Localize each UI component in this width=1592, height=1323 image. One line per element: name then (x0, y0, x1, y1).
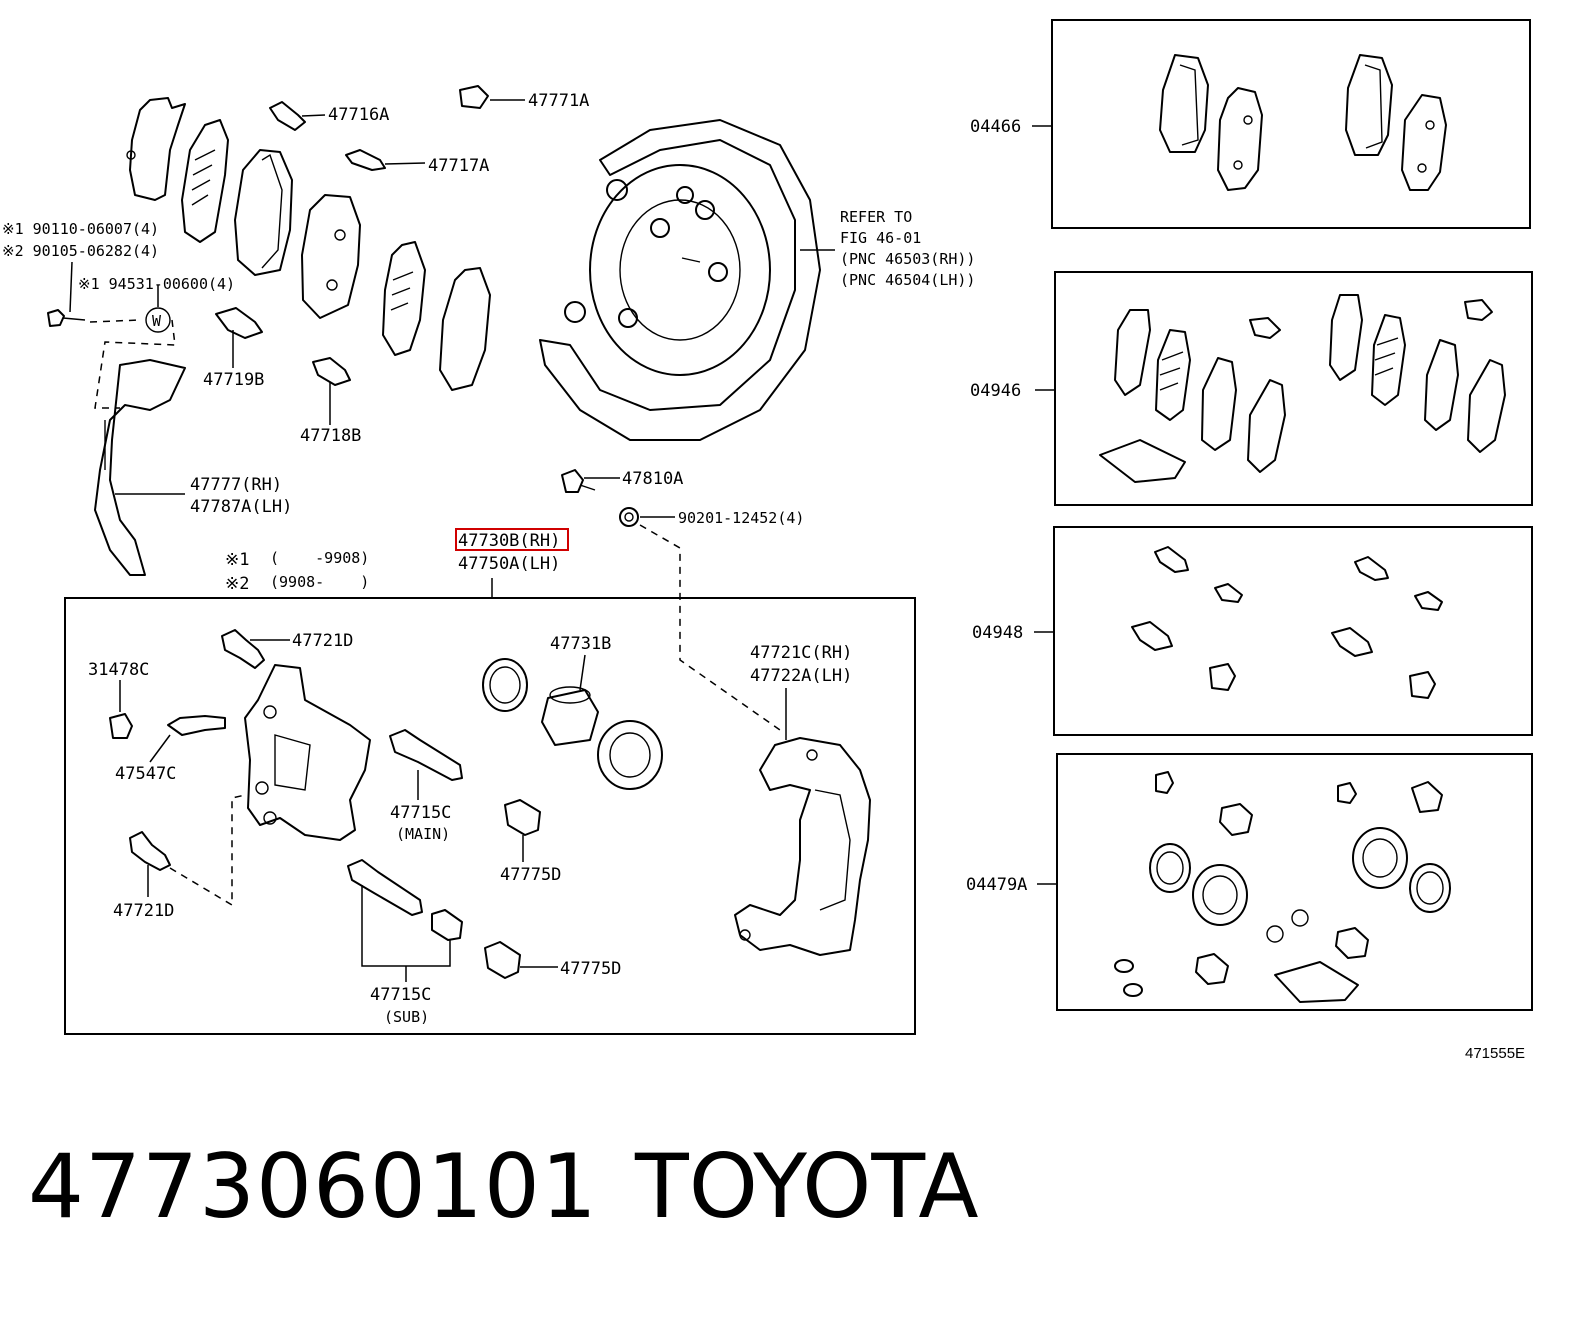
label-kit-04466: 04466 (970, 117, 1021, 137)
cap-31478c (109, 680, 133, 739)
dust-cover-47777 (94, 359, 186, 576)
caliper-assembly-box (64, 597, 916, 1035)
kit-box-04946 (1054, 271, 1533, 506)
label-47787a-lh: 47787A(LH) (190, 497, 292, 517)
w-mark (145, 285, 171, 333)
seal-47731b (482, 658, 528, 712)
clip-47771a (459, 85, 525, 109)
caliper-bracket-47721c (734, 688, 871, 956)
kit-04948-clips (1131, 546, 1443, 699)
part-number-title: 4773060101 (28, 1135, 598, 1238)
label-fig: FIG 46-01 (840, 229, 921, 247)
brake-pad-shim-center (382, 241, 426, 356)
label-47722a-lh: 47722A(LH) (750, 666, 852, 686)
label-47777-rh: 47777(RH) (190, 475, 282, 495)
clip-47719b (215, 307, 263, 368)
bolt-90110 (47, 261, 86, 327)
label-47731b: 47731B (550, 634, 611, 654)
label-sub: (SUB) (384, 1008, 429, 1026)
note1-range: ( -9908) (270, 549, 369, 567)
caliper-body (244, 664, 371, 841)
kit-04479a-seals (1114, 771, 1451, 1003)
bolt-47721d-top (221, 629, 290, 669)
label-47715c-sub: 47715C (370, 985, 431, 1005)
label-47716a: 47716A (328, 105, 389, 125)
piston (541, 654, 599, 746)
clip-47718b (312, 357, 351, 425)
kit-04946-pads (1099, 294, 1506, 483)
label-refer-to: REFER TO (840, 208, 912, 226)
pin-47715c-main (389, 729, 463, 800)
label-47810a: 47810A (622, 469, 683, 489)
label-47718b: 47718B (300, 426, 361, 446)
note2-mark: ※2 (225, 574, 249, 594)
pin-47715c-sub (347, 859, 423, 916)
brake-pad-shim-left (181, 119, 229, 243)
highlight-box (455, 528, 569, 551)
note1-mark: ※1 (225, 550, 249, 570)
brake-pad-backing-left (234, 149, 293, 276)
bleeder-47547c (149, 715, 226, 763)
label-kit-04948: 04948 (972, 623, 1023, 643)
brand-title: TOYOTA (635, 1135, 979, 1238)
label-w: W (152, 312, 162, 330)
label-pnc-lh: (PNC 46504(LH)) (840, 271, 975, 289)
nut-90201 (619, 507, 675, 527)
label-90201: 90201-12452(4) (678, 509, 804, 527)
figure-id: 471555E (1465, 1045, 1525, 1062)
label-47721d-bottom: 47721D (113, 901, 174, 921)
label-47750a-lh: 47750A(LH) (458, 554, 560, 574)
kit-box-04479a (1056, 753, 1533, 1011)
brake-pad-inner-center (301, 194, 361, 319)
brake-pad-backing-right (439, 267, 491, 391)
label-47775d-upper: 47775D (500, 865, 561, 885)
bushing-47775d-upper (504, 799, 541, 862)
label-47719b: 47719B (203, 370, 264, 390)
bolt-47810a (561, 469, 620, 493)
label-kit-04946: 04946 (970, 381, 1021, 401)
label-47721d-top: 47721D (292, 631, 353, 651)
label-main: (MAIN) (396, 825, 450, 843)
boot (597, 720, 663, 790)
label-47730b-rh: 47730B(RH) (458, 531, 560, 551)
bolt-47721d-bottom (129, 831, 171, 897)
label-47721c-rh: 47721C(RH) (750, 643, 852, 663)
brake-pad-outer-left (126, 97, 186, 201)
label-47775d-lower: 47775D (560, 959, 621, 979)
backing-plate (539, 119, 835, 441)
label-pnc-rh: (PNC 46503(RH)) (840, 250, 975, 268)
label-kit-04479a: 04479A (966, 875, 1027, 895)
clip-47716a (269, 101, 326, 131)
kit-box-04466 (1051, 19, 1531, 229)
bushing-47715c (431, 909, 463, 941)
bushing-47775d-lower (484, 941, 558, 979)
clip-47717a (345, 149, 426, 171)
label-47771a: 47771A (528, 91, 589, 111)
label-clip-94531: ※1 94531-00600(4) (78, 275, 235, 293)
label-47547c: 47547C (115, 764, 176, 784)
label-bolt-90110: ※1 90110-06007(4) (2, 220, 159, 238)
label-47717a: 47717A (428, 156, 489, 176)
label-47715c-main: 47715C (390, 803, 451, 823)
kit-04466-pads (1159, 54, 1447, 191)
kit-box-04948 (1053, 526, 1533, 736)
label-31478c: 31478C (88, 660, 149, 680)
note2-range: (9908- ) (270, 573, 369, 591)
label-bolt-90105: ※2 90105-06282(4) (2, 242, 159, 260)
